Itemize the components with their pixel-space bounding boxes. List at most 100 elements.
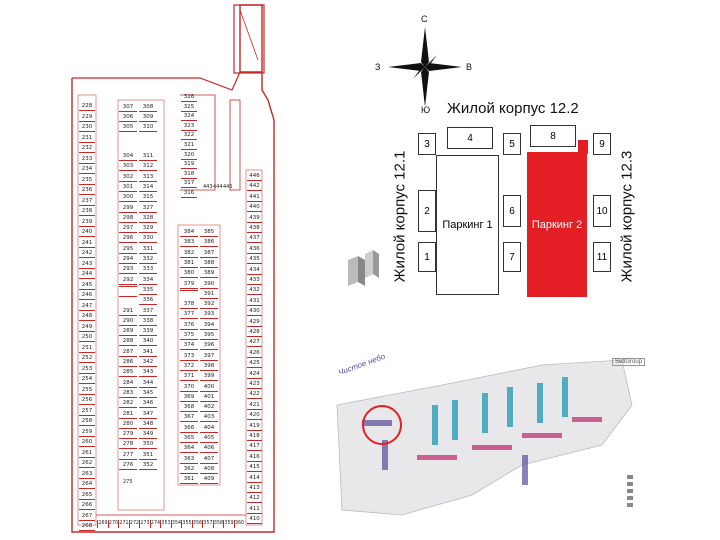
- parking-spot: 374: [180, 341, 198, 351]
- parking-spot: 378: [180, 300, 198, 310]
- parking-spot: 255: [79, 386, 95, 395]
- parking-spot: 238: [79, 207, 95, 216]
- parking-spot: 317: [181, 179, 197, 189]
- parking-spot: 421: [247, 401, 262, 410]
- parking-spot: 306: [119, 113, 137, 122]
- parking-spot: [119, 285, 137, 287]
- parking-spot: 384: [180, 228, 198, 237]
- parking-spot: 266: [79, 501, 95, 510]
- parking-spot: 253: [79, 365, 95, 374]
- parking-spot: 379: [180, 280, 198, 289]
- parking-spot: 299: [119, 204, 137, 213]
- spot-label: 443: [203, 184, 213, 190]
- parking-spot: 446: [247, 172, 262, 181]
- parking-spot: 369: [180, 393, 198, 402]
- parking-spot: 297: [119, 224, 137, 234]
- parking-spot: 372: [180, 362, 198, 371]
- parking-spot: 282: [119, 399, 137, 409]
- parking-spot: 276: [119, 461, 137, 470]
- parking-spot: 381: [180, 259, 198, 268]
- parking-spot: 237: [79, 197, 95, 206]
- parking-spot: 373: [180, 352, 198, 361]
- parking-spot: 327: [139, 204, 157, 213]
- parking-spot: 303: [119, 162, 137, 172]
- parking-spot: 251: [79, 344, 95, 353]
- parking-spot: 419: [247, 422, 262, 431]
- parking-spot: 365: [180, 434, 198, 443]
- parking-spot: 320: [181, 151, 197, 160]
- compass-west: З: [375, 62, 381, 72]
- parking-spot: 321: [181, 141, 197, 150]
- parking-spot: 250: [79, 333, 95, 342]
- parking-spot: 274: [149, 520, 161, 528]
- parking-spot: 387: [200, 249, 218, 258]
- parking-spot: 240: [79, 228, 95, 237]
- parking-1: Паркинг 1: [436, 155, 499, 295]
- parking-spot: 287: [119, 348, 137, 357]
- parking-spot: 442: [247, 182, 262, 192]
- parking-spot: 432: [247, 286, 262, 296]
- parking-spot: 280: [119, 420, 137, 429]
- parking-spot: 264: [79, 480, 95, 489]
- parking-spot: [119, 296, 137, 298]
- parking-spot: 409: [200, 475, 218, 485]
- parking-spot: 423: [247, 380, 262, 389]
- parking-spot: 229: [79, 113, 95, 122]
- parking-spot: 383: [180, 238, 198, 248]
- parking-spot: 400: [200, 383, 218, 392]
- parking-spot: 404: [200, 424, 218, 433]
- building-5: 5: [503, 133, 521, 155]
- parking-spot: 428: [247, 328, 262, 337]
- parking-spot: 307: [119, 103, 137, 112]
- parking-spot: 342: [139, 358, 157, 367]
- parking-spot: 359: [223, 520, 234, 528]
- parking-spot: 438: [247, 224, 262, 233]
- parking-spot: 230: [79, 123, 95, 132]
- parking-spot: 371: [180, 372, 198, 382]
- parking-spot: 345: [139, 389, 157, 398]
- parking-spot: 403: [200, 413, 218, 423]
- parking-spot: 435: [247, 255, 262, 265]
- building-7: 7: [503, 242, 521, 272]
- parking-spot: 286: [119, 358, 137, 367]
- parking-spot: 278: [119, 440, 137, 450]
- parking-spot: 358: [212, 520, 224, 528]
- top-wall: [72, 71, 241, 91]
- parking-spot: 401: [200, 393, 218, 402]
- parking-spot: 427: [247, 338, 262, 348]
- parking-spot: 441: [247, 193, 262, 202]
- parking-spot: 408: [200, 465, 218, 474]
- parking-spot: 271: [118, 520, 129, 528]
- parking-spot: 417: [247, 442, 262, 452]
- parking-spot: 333: [139, 265, 157, 275]
- parking-spot: 292: [119, 276, 137, 285]
- parking-spot: 397: [200, 352, 218, 361]
- parking-spot: 269: [97, 520, 108, 528]
- parking-spot: 353: [160, 520, 171, 528]
- parking-spot: 329: [139, 224, 157, 234]
- parking-spot: 301: [119, 183, 137, 192]
- parking-spot: 295: [119, 245, 137, 254]
- parking-spot: 313: [139, 173, 157, 182]
- building-11: 11: [593, 242, 611, 272]
- parking-spot: 339: [139, 327, 157, 337]
- building-3d-icon: [348, 250, 379, 286]
- parking-spot: 356: [191, 520, 203, 528]
- parking-spot: 410: [247, 515, 262, 525]
- building-2: 2: [418, 190, 436, 232]
- parking-spot: 248: [79, 312, 95, 321]
- parking-spot: 318: [181, 170, 197, 179]
- parking-spot: 377: [180, 310, 198, 320]
- parking-spot: 433: [247, 276, 262, 285]
- parking-spot: 418: [247, 432, 262, 441]
- spot-label: 445: [223, 184, 233, 190]
- parking-spot: 247: [79, 302, 95, 311]
- parking-spot: 411: [247, 505, 262, 514]
- parking-spot: 375: [180, 331, 198, 340]
- parking-spot: 350: [139, 440, 157, 450]
- parking-spot: 367: [180, 413, 198, 423]
- parking-spot: 268: [79, 522, 95, 531]
- parking-spot: 242: [79, 249, 95, 258]
- parking-spot: 392: [200, 300, 218, 310]
